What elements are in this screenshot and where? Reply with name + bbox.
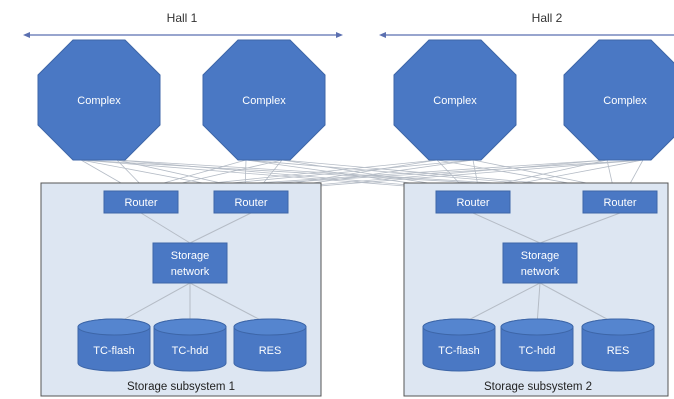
storage-subsystem-2: Router Router Storage network TC-flash T… xyxy=(403,182,669,397)
subsystem-1-router-2: Router xyxy=(213,190,289,214)
tier-label: TC-hdd xyxy=(519,345,556,357)
complex-2-label: Complex xyxy=(242,95,286,107)
hall-1: Hall 1 xyxy=(23,11,343,38)
storage-network-label-line1: Storage xyxy=(521,250,560,262)
complex-1: Complex xyxy=(37,39,161,161)
hall-1-label: Hall 1 xyxy=(167,11,198,25)
complex-2-octagon xyxy=(202,39,326,161)
complex-3: Complex xyxy=(393,39,517,161)
complex-1-label: Complex xyxy=(77,95,121,107)
subsystem-2-internal-links xyxy=(458,212,621,326)
router-label: Router xyxy=(603,197,636,209)
subsystem-1-router-1: Router xyxy=(103,190,179,214)
storage-network-label-line2: network xyxy=(521,266,560,278)
subsystem-2-tier-res: RES xyxy=(581,318,655,372)
tier-label: RES xyxy=(607,345,630,357)
complex-4: Complex xyxy=(563,39,674,161)
router-label: Router xyxy=(456,197,489,209)
router-label: Router xyxy=(234,197,267,209)
complex-3-octagon xyxy=(393,39,517,161)
subsystem-2-router-2: Router xyxy=(582,190,658,214)
subsystem-2-tier-tc-hdd: TC-hdd xyxy=(500,318,574,372)
subsystem-2-tier-tc-flash: TC-flash xyxy=(422,318,496,372)
complex-1-to-router-3-link xyxy=(80,159,468,192)
subsystem-1-internal-links xyxy=(113,212,271,326)
storage-network-label-line1: Storage xyxy=(171,250,210,262)
tier-label: TC-flash xyxy=(438,345,480,357)
hall-2: Hall 2 xyxy=(379,11,674,38)
subsystem-2-router-1: Router xyxy=(435,190,511,214)
tier-label: TC-hdd xyxy=(172,345,209,357)
complex-1-octagon xyxy=(37,39,161,161)
subsystem-1-tier-tc-hdd: TC-hdd xyxy=(153,318,227,372)
complex-4-octagon xyxy=(563,39,674,161)
tier-label: TC-flash xyxy=(93,345,135,357)
subsystem-2-storage-network: Storage network xyxy=(502,242,578,284)
tier-label: RES xyxy=(259,345,282,357)
router-label: Router xyxy=(124,197,157,209)
complex-3-label: Complex xyxy=(433,95,477,107)
complex-4-label: Complex xyxy=(603,95,647,107)
complex-2: Complex xyxy=(202,39,326,161)
storage-subsystem-1: Router Router Storage network TC-flash T… xyxy=(40,182,322,397)
hall-2-label: Hall 2 xyxy=(532,11,563,25)
storage-network-label-line2: network xyxy=(171,266,210,278)
subsystem-1-storage-network: Storage network xyxy=(152,242,228,284)
subsystem-1-tier-res: RES xyxy=(233,318,307,372)
subsystem-2-label: Storage subsystem 2 xyxy=(484,381,592,393)
subsystem-1-tier-tc-flash: TC-flash xyxy=(77,318,151,372)
subsystem-1-label: Storage subsystem 1 xyxy=(127,381,235,393)
